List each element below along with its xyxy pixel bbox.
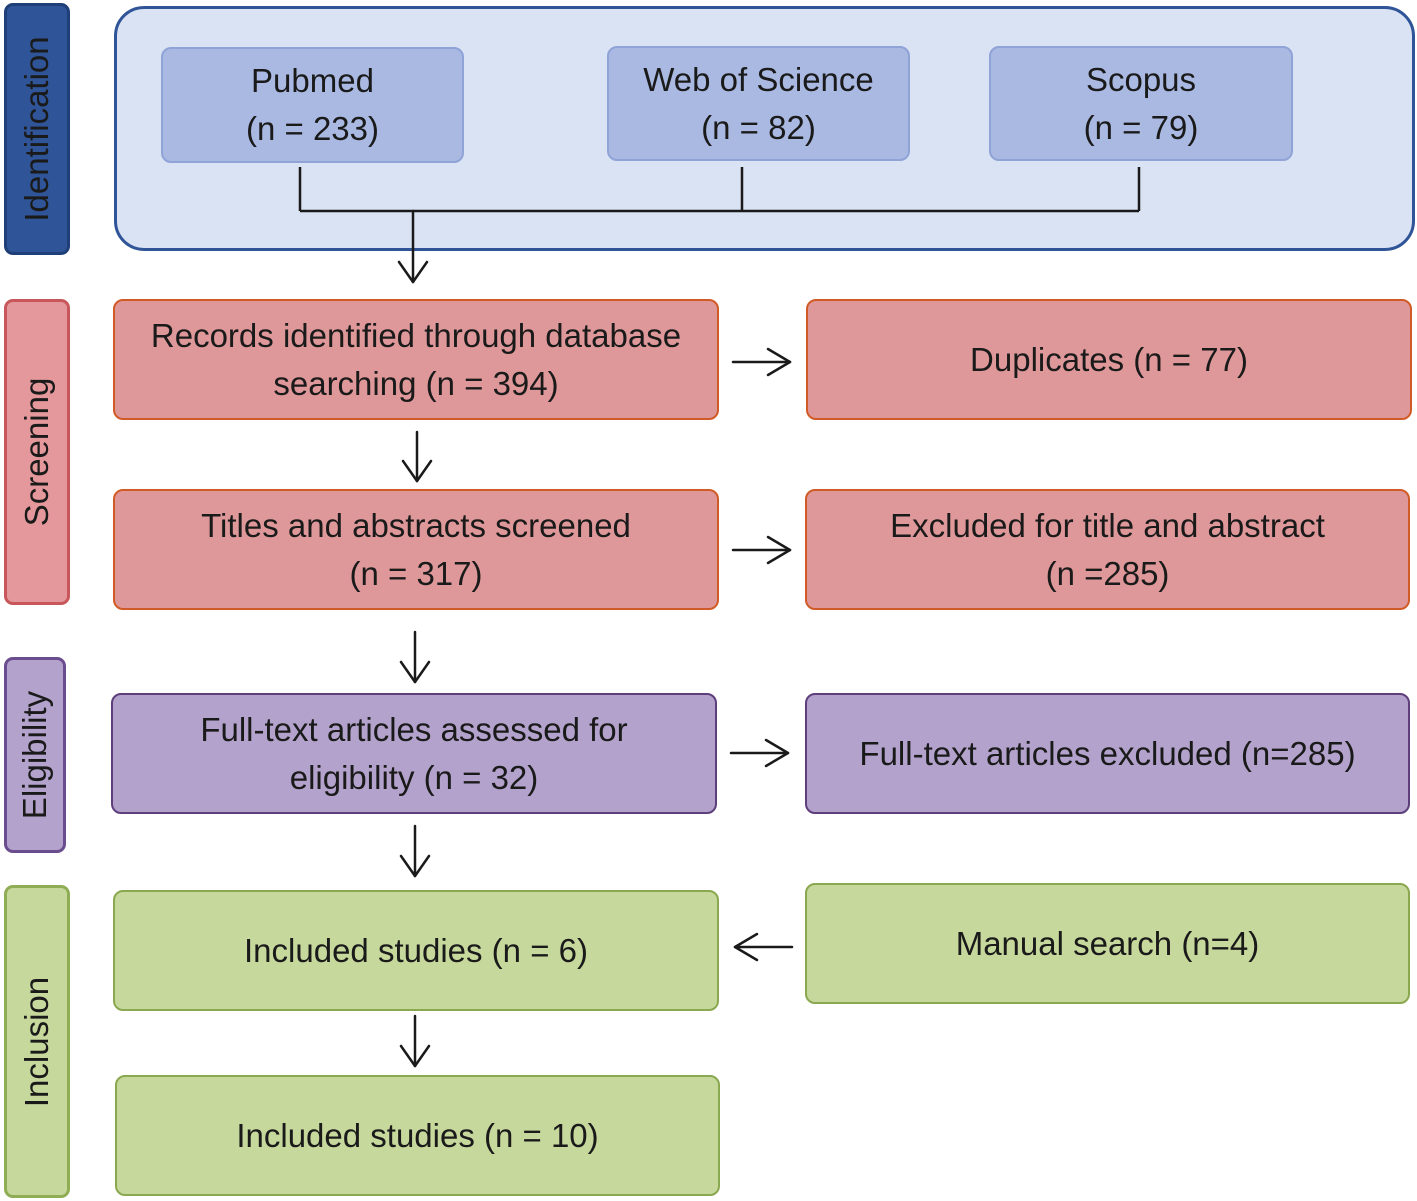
fulltext-excluded-label: Full-text articles excluded (n=285) [859, 734, 1356, 772]
arrow-down-icon [399, 1014, 431, 1068]
duplicates-box: Duplicates (n = 77) [806, 299, 1412, 420]
titles-screened-box: Titles and abstracts screened (n = 317) [113, 489, 719, 610]
database-name: Web of Science [643, 60, 874, 98]
database-box-pubmed: Pubmed (n = 233) [161, 47, 464, 163]
duplicates-label: Duplicates (n = 77) [970, 340, 1248, 378]
arrow-right-icon [731, 535, 792, 565]
phase-identification: Identification [4, 3, 70, 255]
included-studies-6-box: Included studies (n = 6) [113, 890, 719, 1011]
fulltext-excluded-box: Full-text articles excluded (n=285) [805, 693, 1410, 814]
excluded-title-abstract-box: Excluded for title and abstract (n =285) [805, 489, 1410, 610]
manual-search-box: Manual search (n=4) [805, 883, 1410, 1004]
arrow-down-icon [399, 630, 431, 684]
records-identified-line2: searching (n = 394) [273, 364, 559, 402]
phase-screening: Screening [4, 299, 70, 605]
database-box-scopus: Scopus (n = 79) [989, 46, 1293, 161]
fulltext-assessed-line1: Full-text articles assessed for [200, 710, 628, 748]
phase-eligibility: Eligibility [4, 657, 66, 853]
arrow-right-icon [729, 738, 790, 768]
database-count: (n = 82) [701, 108, 816, 146]
database-count: (n = 79) [1083, 108, 1199, 146]
records-identified-box: Records identified through database sear… [113, 299, 719, 420]
fulltext-assessed-box: Full-text articles assessed for eligibil… [111, 693, 717, 814]
included-studies-10-box: Included studies (n = 10) [115, 1075, 720, 1196]
excluded-title-line1: Excluded for title and abstract [890, 506, 1325, 544]
arrow-right-icon [731, 347, 792, 377]
database-name: Pubmed [251, 62, 374, 99]
database-count: (n = 233) [246, 110, 379, 147]
fulltext-assessed-line2: eligibility (n = 32) [289, 758, 539, 796]
titles-screened-line2: (n = 317) [349, 554, 483, 592]
arrow-down-icon [399, 824, 431, 878]
manual-search-label: Manual search (n=4) [955, 924, 1260, 962]
phase-inclusion: Inclusion [4, 885, 70, 1198]
records-identified-line1: Records identified through database [150, 316, 682, 354]
titles-screened-line1: Titles and abstracts screened [201, 506, 631, 544]
included-studies-10-label: Included studies (n = 10) [236, 1116, 599, 1154]
database-box-web-of-science: Web of Science (n = 82) [607, 46, 910, 161]
included-studies-6-label: Included studies (n = 6) [244, 931, 588, 969]
database-name: Scopus [1085, 60, 1197, 98]
excluded-title-line2: (n =285) [1045, 554, 1170, 592]
arrow-down-icon [401, 430, 433, 483]
arrow-left-icon [733, 932, 794, 962]
arrow-down-icon [397, 209, 429, 284]
